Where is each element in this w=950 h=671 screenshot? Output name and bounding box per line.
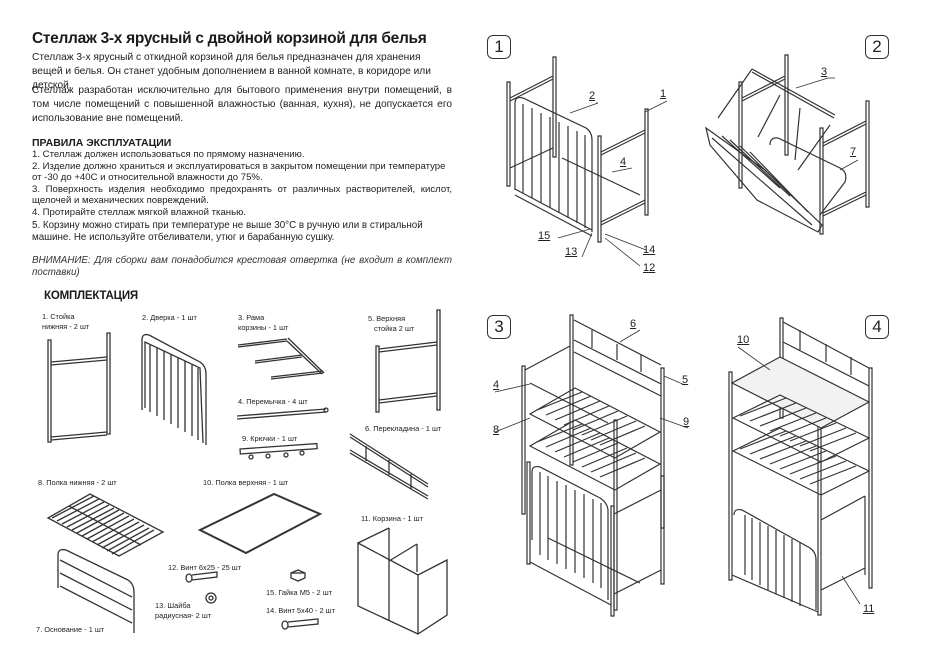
callout-step2-part: 3: [821, 66, 828, 78]
part-drawing-top-rail: [350, 434, 428, 499]
part-label-6: 6. Перекладина - 1 шт: [365, 424, 442, 433]
part-label-14: 14. Винт 5х40 - 2 шт: [266, 606, 335, 615]
document-title: Стеллаж 3-х ярусный с двойной корзиной д…: [32, 30, 427, 47]
callout-step2-part: 7: [850, 146, 857, 158]
part-label-line: корзины - 1 шт: [238, 323, 289, 332]
rule-item: 4. Протирайте стеллаж мягкой влажной тка…: [32, 206, 246, 218]
assembly-step-4-leaders: [738, 347, 860, 604]
part-label-line: радиусная- 2 шт: [155, 611, 212, 620]
part-label-10: 10. Полка верхняя - 1 шт: [203, 478, 289, 487]
callout-step1-part: 2: [589, 90, 596, 102]
rule-item: 1. Стеллаж должен использоваться по прям…: [32, 149, 305, 160]
part-drawing-crossbar: [237, 408, 328, 419]
step-badge-3: 3: [487, 315, 511, 339]
part-label-3: 3. Рама корзины - 1 шт: [238, 313, 288, 333]
callout-step1-part: 1: [660, 88, 667, 100]
rule-item: 3. Поверхность изделия необходимо предох…: [32, 183, 452, 207]
callout-step4-part: 11: [863, 603, 875, 615]
callout-step1-part: 4: [620, 156, 627, 168]
part-drawing-door: [142, 335, 206, 445]
part-label-1: 1. Стойка нижняя - 2 шт: [42, 312, 89, 332]
callout-step3-part: 9: [683, 416, 690, 428]
part-drawing-basket: [358, 528, 447, 634]
usage-paragraph: Стеллаж разработан исключительно для быт…: [32, 85, 452, 124]
callout-step3-part: 4: [493, 379, 500, 391]
assembly-step-3-leaders: [495, 330, 688, 432]
callout-step4-part: 10: [737, 334, 750, 346]
callout-step1-part: 13: [565, 246, 578, 258]
part-label-line: стойка 2 шт: [374, 324, 415, 333]
part-label-7: 7. Основание - 1 шт: [36, 625, 105, 634]
part-label-2: 2. Дверка - 1 шт: [142, 313, 197, 322]
assembly-step-4-drawing: [729, 318, 872, 615]
assembly-step-3-drawing: [522, 315, 664, 616]
callout-step3-part: 8: [493, 424, 500, 436]
part-label-line: 3. Рама: [238, 313, 265, 322]
assembly-step-1-leaders: [558, 101, 667, 266]
part-label-line: 1. Стойка: [42, 312, 75, 321]
rule-item: 2. Изделие должно храниться и эксплуатир…: [32, 160, 446, 184]
part-drawing-upper-shelf: [200, 494, 320, 553]
rules-list: 1. Стеллаж должен использоваться по прям…: [32, 149, 452, 245]
part-label-13: 13. Шайба радиусная- 2 шт: [155, 601, 211, 621]
part-label-11: 11. Корзина - 1 шт: [361, 514, 423, 523]
assembly-step-1-drawing: [507, 57, 648, 242]
step-badge-2: 2: [865, 35, 889, 59]
kit-heading: КОМПЛЕКТАЦИЯ: [44, 290, 138, 302]
part-drawing-lower-shelf: [48, 494, 163, 556]
intro-paragraph: Стеллаж 3-х ярусный с откидной корзиной …: [32, 52, 431, 91]
step-badge-4: 4: [865, 315, 889, 339]
step-badge-1: 1: [487, 35, 511, 59]
rules-heading: ПРАВИЛА ЭКСПЛУАТАЦИИ: [32, 137, 172, 149]
part-drawing-basket-frame: [238, 338, 324, 379]
part-label-15: 15. Гайка М5 - 2 шт: [266, 588, 333, 597]
part-label-12: 12. Винт 6х25 - 25 шт: [168, 563, 242, 572]
callout-step1-part: 14: [643, 244, 656, 256]
part-drawing-hooks: [240, 444, 317, 459]
assembly-step-2-drawing: [706, 55, 869, 234]
part-drawing-nut: [291, 570, 305, 581]
callout-step3-part: 5: [682, 374, 689, 386]
part-drawing-base: [58, 550, 134, 633]
part-label-line: нижняя - 2 шт: [42, 322, 90, 331]
part-label-5: 5. Верхняя стойка 2 шт: [368, 314, 414, 334]
part-drawing-lower-post: [48, 333, 110, 442]
part-label-9: 9. Крючки - 1 шт: [242, 434, 298, 443]
part-drawing-screw-5x40: [282, 619, 318, 629]
part-label-line: 5. Верхняя: [368, 314, 406, 323]
part-drawing-upper-post: [376, 310, 440, 412]
part-drawing-screw-6x25: [186, 572, 217, 582]
rule-item: 5. Корзину можно стирать при температуре…: [32, 219, 423, 244]
callout-step3-part: 6: [630, 318, 637, 330]
warning-note: ВНИМАНИЕ: Для сборки вам понадобится кре…: [32, 255, 452, 278]
part-label-4: 4. Перемычка - 4 шт: [238, 397, 308, 406]
assembly-step-2-leaders: [796, 78, 858, 170]
part-drawing-washer: [206, 593, 216, 603]
part-label-line: 13. Шайба: [155, 601, 191, 610]
part-label-8: 8. Полка нижняя - 2 шт: [38, 478, 117, 487]
callout-step1-part: 12: [643, 262, 656, 274]
callout-step1-part: 15: [538, 230, 551, 242]
